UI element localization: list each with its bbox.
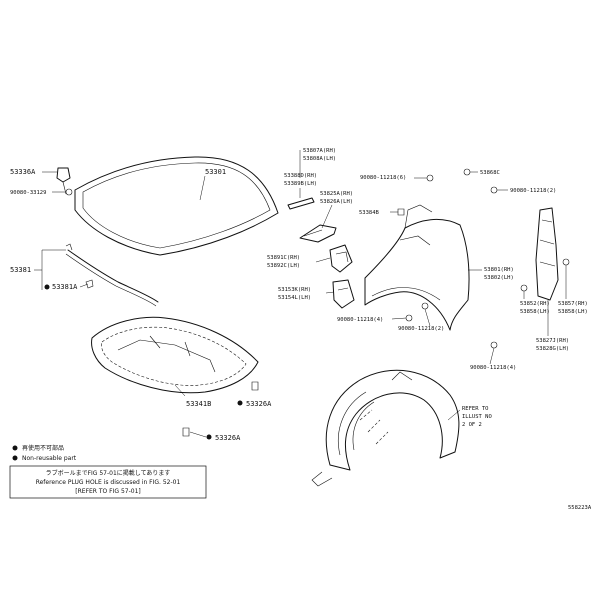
front-fender: [364, 204, 470, 331]
non-reusable-marker: [12, 445, 18, 451]
clip-icon: [251, 381, 259, 391]
legend: 再使用不可部品 Non-reusable part ラブボールまでFIG 57-…: [9, 444, 207, 499]
label-53326A-2: 53326A: [215, 434, 241, 442]
label-53858: 53858(LH): [520, 309, 550, 315]
label-53153K: 53153K(RH): [278, 287, 311, 293]
screw-icon: [397, 208, 405, 216]
bolt-icon: [426, 174, 434, 182]
hood-side-seal: [287, 197, 315, 210]
label-53825A: 53825A(RH): [320, 191, 353, 197]
label-53852: 53852(RH): [520, 301, 550, 307]
label-53892C: 53892C(LH): [267, 263, 300, 269]
label-53301: 53301: [205, 168, 226, 176]
fender-seal: [299, 224, 337, 243]
hood-panel: [74, 156, 279, 256]
non-reusable-marker: [206, 434, 212, 440]
label-53381: 53381: [10, 266, 31, 274]
label-53341B: 53341B: [186, 400, 211, 408]
fender-liner: [311, 369, 460, 487]
fender-liner-bracket: [332, 279, 355, 309]
note-ref: [REFER TO FIG 57-01]: [75, 488, 140, 495]
label-90080-11218-mid: 90080-11218(2): [398, 326, 444, 332]
hood-cushion-clip: [56, 167, 71, 195]
note-jp: ラブボールまでFIG 57-01に掲載してあります: [46, 469, 171, 477]
bolt-icon: [463, 168, 471, 176]
bolt-icon: [562, 258, 570, 266]
label-53381A: 53381A: [52, 283, 78, 291]
label-53826A: 53826A(LH): [320, 199, 353, 205]
bolt-icon: [490, 341, 498, 349]
label-53326A-1: 53326A: [246, 400, 272, 408]
note-en: Reference PLUG HOLE is discussed in FIG.…: [36, 479, 181, 486]
label-53868C: 53868C: [480, 170, 500, 176]
fender-bracket: [329, 244, 353, 273]
label-53891C: 53891C(RH): [267, 255, 300, 261]
label-53827J: 53827J(RH): [536, 338, 569, 344]
label-90080-11218-bottom: 90080-11218(4): [470, 365, 516, 371]
label-53384B: 53384B: [359, 210, 380, 216]
legend-en: Non-reusable part: [22, 455, 77, 462]
label-53808A: 53808A(LH): [303, 156, 336, 162]
bolt-icon: [405, 314, 413, 322]
bolt-icon: [421, 302, 429, 310]
label-53828G: 53828G(LH): [536, 346, 569, 352]
label-90080-11218-right: 90080-11218(2): [510, 188, 556, 194]
label-53336A: 53336A: [10, 168, 36, 176]
hood-insulator: [91, 316, 259, 394]
figure-id: 558223A: [568, 505, 592, 511]
non-reusable-marker: [44, 284, 50, 290]
bolt-icon: [65, 188, 73, 196]
label-53388D: 53388D(RH): [284, 173, 317, 179]
non-reusable-marker: [237, 400, 243, 406]
label-90080-11218-left: 90080-11218(4): [337, 317, 383, 323]
legend-jp: 再使用不可部品: [22, 444, 64, 452]
label-90080-11218-top: 90080-11218(6): [360, 175, 406, 181]
fender-side-bracket: [535, 207, 559, 301]
label-53807A: 53807A(RH): [303, 148, 336, 154]
note-box: [9, 465, 207, 499]
label-53802: 53802(LH): [484, 275, 514, 281]
clip-icon: [182, 427, 190, 437]
label-53857: 53857(RH): [558, 301, 588, 307]
refer-line-2: ILLUST NO: [462, 414, 492, 420]
bolt-icon: [520, 284, 528, 292]
label-53154L: 53154L(LH): [278, 295, 311, 301]
refer-line-3: 2 OF 2: [462, 422, 482, 428]
bolt-icon: [490, 186, 498, 194]
refer-line-1: REFER TO: [462, 406, 489, 412]
label-53858b: 53858(LH): [558, 309, 588, 315]
non-reusable-marker: [12, 455, 18, 461]
label-53389B: 53389B(LH): [284, 181, 317, 187]
label-53801: 53801(RH): [484, 267, 514, 273]
hood-seal-strip: [65, 243, 159, 307]
label-90080-33129: 90080-33129: [10, 190, 46, 196]
